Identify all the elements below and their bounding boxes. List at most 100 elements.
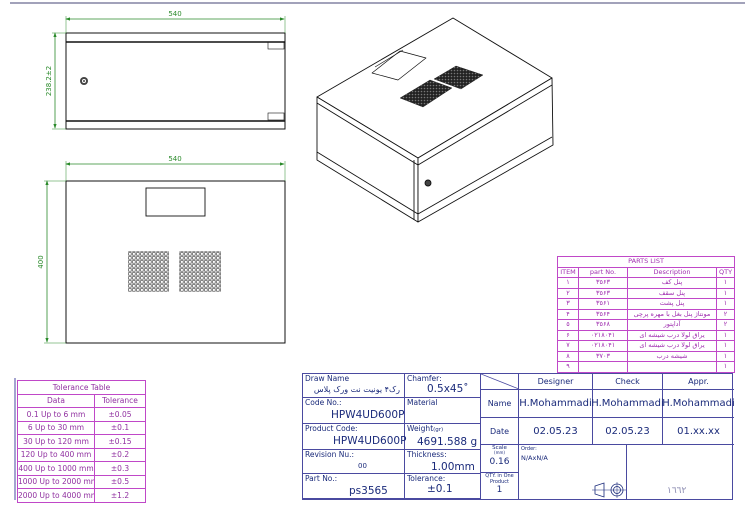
part-no: ٣٥۶٨ (578, 319, 628, 331)
parts-list-table: PARTS LIST ITEM part No. Description QTY… (556, 256, 736, 373)
draw-name-label: Draw Name (305, 374, 350, 383)
description: مونتاژ پنل بغل با مهره پرچی (627, 308, 717, 320)
front-view (65, 32, 286, 130)
title-block: Draw Name رک۴ یونیت نت ورک پلاس Code No.… (302, 373, 735, 500)
dimension-top-depth: 400 (37, 255, 45, 268)
item: ١ (557, 277, 579, 289)
table-row: 0.1 Up to 6 mm±0.05 (17, 407, 147, 422)
part-no (578, 361, 628, 373)
part-no-cell: Part No.: ps3565 (303, 474, 405, 499)
code-no-cell: Code No.: HPW4UD600P (303, 398, 405, 424)
designer-name: H.Mohammadi (519, 390, 593, 418)
tolerance-cell: Tolerance: ±0.1 (405, 474, 481, 499)
item: ٣ (557, 298, 579, 310)
designer-date: 02.05.23 (519, 418, 593, 445)
order-label: Order: (521, 446, 537, 452)
weight-label: Weight (407, 424, 434, 433)
weight-value: 4691.588 g (417, 436, 478, 448)
qty: ١ (715, 350, 736, 362)
order-value: N/AxN/A (521, 454, 548, 462)
top-view (65, 180, 286, 344)
order-cell: Order: N/AxN/A (519, 445, 627, 499)
range: 1000 Up to 2000 mm (17, 474, 95, 489)
date-label: Date (481, 418, 519, 445)
range: 2000 Up to 4000 mm (17, 488, 95, 503)
weight-cell: Weight(gr) 4691.588 g (405, 424, 481, 450)
part-no: ٠٢١٨٠۴١ (578, 340, 628, 352)
product-code-cell: Product Code: HPW4UD600P (303, 424, 407, 450)
item: ٩ (557, 361, 579, 373)
tolerance-value: ±0.1 (427, 483, 453, 495)
table-row: 2000 Up to 4000 mm±1.2 (17, 488, 147, 503)
part-no: ٣٥۶۴ (578, 308, 628, 320)
isometric-view (316, 17, 554, 223)
chamfer-label: Chamfer: (407, 374, 442, 383)
draw-name-cell: Draw Name رک۴ یونیت نت ورک پلاس (303, 374, 405, 398)
tolerance: ±0.05 (93, 407, 147, 422)
tolerance: ±0.2 (93, 447, 147, 462)
chamfer-value: 0.5x45˚ (427, 383, 469, 395)
qty: ١ (715, 361, 736, 373)
qty: ١ (715, 277, 736, 289)
header-data: Data (17, 393, 95, 408)
code-no-value: HPW4UD600P (331, 409, 405, 421)
item: ٥ (557, 319, 579, 331)
item: ۴ (557, 308, 579, 320)
range: 120 Up to 400 mm (17, 447, 95, 462)
item: ٢ (557, 287, 579, 299)
qty: ٢ (715, 319, 736, 331)
header-qty: QTY (715, 266, 736, 278)
description: شیشه درب (627, 350, 717, 362)
chamfer-cell: Chamfer: 0.5x45˚ (405, 374, 481, 398)
description: آداپتور (627, 319, 717, 331)
name-label: Name (481, 390, 519, 418)
check-header: Check (593, 374, 663, 390)
tolerance: ±1.2 (93, 488, 147, 503)
tolerance: ±0.3 (93, 461, 147, 476)
table-row: 1000 Up to 2000 mm±0.5 (17, 474, 147, 489)
front-dimensions: 540 238.2±2 (45, 10, 286, 130)
header-item: ITEM (557, 266, 579, 278)
product-code-value: HPW4UD600P (333, 435, 407, 447)
revision-value: 00 (358, 462, 367, 470)
qty: ١ (715, 340, 736, 352)
range: 400 Up to 1000 mm (17, 461, 95, 476)
table-row: 30 Up to 120 mm±0.15 (17, 434, 147, 449)
tolerance-table-title: Tolerance Table (16, 380, 147, 395)
item: ٧ (557, 340, 579, 352)
scale-cell: Scale (mm) 0.16 (481, 445, 519, 473)
description: پنل کف (627, 277, 717, 289)
part-no-value: ps3565 (349, 485, 388, 497)
range: 0.1 Up to 6 mm (17, 407, 95, 422)
item: ۶ (557, 329, 579, 341)
designer-header: Designer (519, 374, 593, 390)
part-no: ٠٢١٨٠۴١ (578, 329, 628, 341)
thickness-cell: Thickness: 1.00mm (405, 450, 481, 474)
weight-unit: (gr) (433, 427, 444, 433)
scale-value: 0.16 (489, 457, 510, 467)
check-name: H.Mohammadi (591, 390, 664, 418)
top-dimensions: 540 400 (37, 155, 286, 344)
range: 30 Up to 120 mm (17, 434, 95, 449)
lock-icon (80, 77, 88, 85)
qty: ١ (715, 287, 736, 299)
draw-name-value: رک۴ یونیت نت ورک پلاس (313, 385, 400, 394)
qty-cell: QTY. in One Product 1 (481, 473, 519, 499)
range: 6 Up to 30 mm (17, 420, 95, 435)
qty: ٢ (715, 308, 736, 320)
scale-label: Scale (492, 445, 507, 451)
description: پنل پشت (627, 298, 717, 310)
thickness-value: 1.00mm (431, 461, 475, 473)
corner-cell (480, 373, 520, 390)
thickness-label: Thickness: (407, 450, 447, 459)
appr-date: 01.xx.xx (663, 418, 734, 445)
material-label: Material (407, 398, 438, 407)
material-cell: Material (405, 398, 481, 424)
